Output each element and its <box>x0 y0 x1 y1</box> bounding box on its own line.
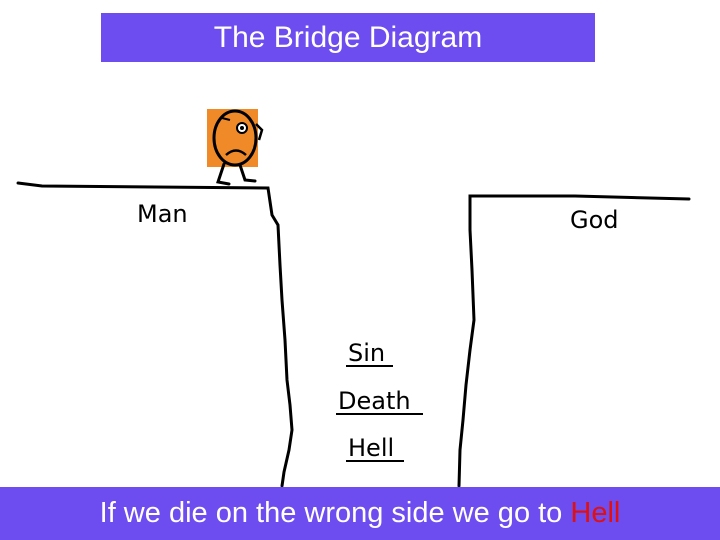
page-title: The Bridge Diagram <box>213 20 483 54</box>
footer-text: If we die on the wrong side we go to <box>99 497 563 529</box>
death-label: Death <box>338 387 411 415</box>
hell-label: Hell <box>348 434 394 462</box>
title-banner: The Bridge Diagram <box>101 13 595 62</box>
god-label: God <box>570 206 619 234</box>
footer-caption: If we die on the wrong side we go to Hel… <box>100 497 621 530</box>
footer-banner: If we die on the wrong side we go to Hel… <box>0 487 720 540</box>
left-cliff <box>16 181 294 488</box>
worried-man-icon <box>207 109 264 186</box>
man-label: Man <box>137 200 188 228</box>
right-cliff <box>457 194 691 488</box>
footer-accent-word: Hell <box>570 497 621 529</box>
sin-label: Sin <box>348 339 385 367</box>
